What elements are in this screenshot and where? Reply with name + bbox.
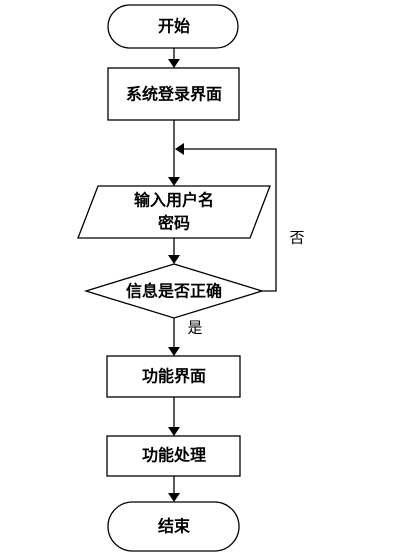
end-label: 结束 — [157, 517, 191, 536]
arrow-start-to-login — [168, 59, 180, 68]
arrow-login-to-input — [168, 177, 180, 186]
arrow-process-to-end — [168, 493, 180, 502]
start-node: 开始 — [107, 4, 239, 49]
no-edge-label: 否 — [289, 229, 304, 247]
edge-check-no-loop — [183, 148, 277, 292]
arrow-input-to-check — [168, 255, 180, 264]
arrow-page-to-process — [168, 427, 180, 436]
end-node: 结束 — [107, 501, 240, 552]
function-process-node: 功能处理 — [106, 435, 241, 477]
function-process-label: 功能处理 — [142, 446, 206, 465]
function-page-node: 功能界面 — [106, 355, 241, 398]
arrow-check-yes — [168, 347, 180, 356]
check-node: 信息是否正确 — [83, 263, 265, 319]
function-page-label: 功能界面 — [142, 367, 206, 386]
start-label: 开始 — [158, 17, 190, 36]
arrow-check-no-loop — [175, 143, 184, 155]
input-label-line2: 密码 — [157, 214, 190, 233]
connectors — [168, 48, 277, 502]
login-page-label: 系统登录界面 — [126, 85, 222, 104]
input-label-line1: 输入用户名 — [134, 191, 214, 210]
check-label: 信息是否正确 — [126, 282, 222, 301]
login-page-node: 系统登录界面 — [107, 67, 240, 121]
input-node: 输入用户名 密码 — [77, 185, 271, 239]
yes-edge-label: 是 — [187, 319, 202, 337]
